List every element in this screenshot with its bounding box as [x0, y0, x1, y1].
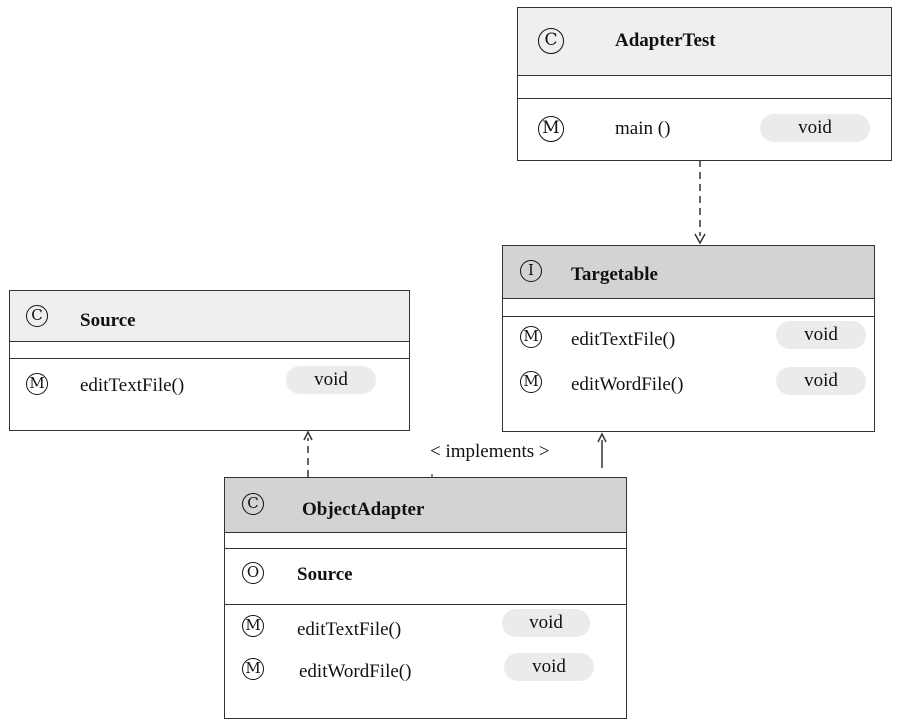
field-icon: O [242, 562, 264, 584]
interface-icon: I [520, 260, 542, 282]
implements-arrowhead [597, 432, 607, 443]
class-name: ObjectAdapter [302, 499, 425, 520]
class-adaptertest[interactable]: C AdapterTest M main () void [517, 7, 892, 161]
method-icon: M [538, 116, 564, 142]
method-name: editTextFile() [80, 375, 185, 396]
class-name: AdapterTest [615, 30, 716, 51]
method-icon: M [520, 326, 542, 348]
method-name: editTextFile() [297, 619, 402, 640]
adaptertest-header: C AdapterTest [518, 8, 891, 76]
field-name: Source [297, 564, 353, 585]
attributes-divider [225, 548, 626, 549]
method-icon: M [242, 658, 264, 680]
objectadapter-header: C ObjectAdapter [225, 478, 626, 533]
class-objectadapter[interactable]: C ObjectAdapter O Source M editTextFile(… [224, 477, 627, 719]
method-name: editWordFile() [299, 661, 412, 682]
method-icon: M [242, 615, 264, 637]
class-icon: C [26, 305, 48, 327]
source-header: C Source [10, 291, 409, 342]
method-icon: M [520, 371, 542, 393]
method-name: editTextFile() [571, 329, 676, 350]
dependency-arrowhead [694, 233, 706, 245]
class-icon: C [242, 493, 264, 515]
class-name: Source [80, 310, 136, 331]
attributes-divider [10, 358, 409, 359]
method-name: editWordFile() [571, 374, 684, 395]
return-type: void [760, 114, 870, 142]
return-type: void [502, 609, 590, 637]
attributes-divider [518, 98, 891, 99]
class-source[interactable]: C Source M editTextFile() void [9, 290, 410, 431]
method-name: main () [615, 118, 671, 139]
method-icon: M [26, 373, 48, 395]
class-icon: C [538, 28, 564, 54]
source-association-arrowhead [303, 430, 313, 441]
return-type: void [776, 321, 866, 349]
return-type: void [504, 653, 594, 681]
interface-targetable[interactable]: I Targetable M editTextFile() void M edi… [502, 245, 875, 432]
return-type: void [286, 366, 376, 394]
targetable-header: I Targetable [503, 246, 874, 299]
methods-divider [225, 604, 626, 605]
interface-name: Targetable [571, 264, 658, 285]
return-type: void [776, 367, 866, 395]
attributes-divider [503, 316, 874, 317]
implements-label: < implements > [430, 441, 550, 462]
